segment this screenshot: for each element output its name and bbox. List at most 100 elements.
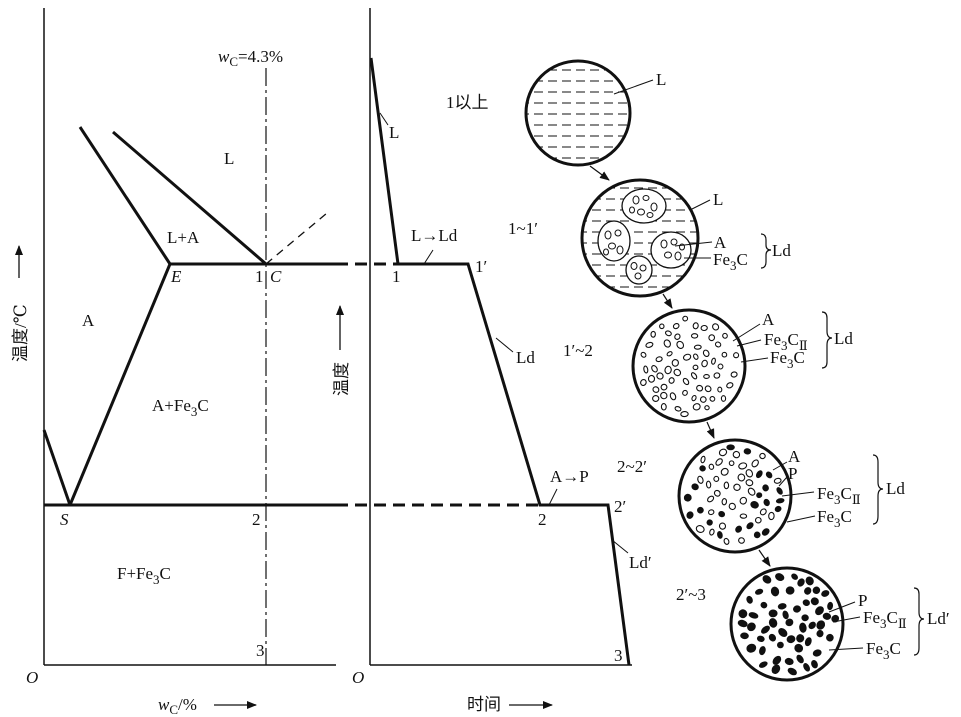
grain [759,508,767,516]
grain [645,341,654,348]
grain [651,365,658,373]
cc-l-to-ld-label: L→Ld [411,226,458,245]
austenite-grains [640,315,740,418]
grain [718,448,728,457]
grain [647,374,656,383]
c4-fe3c-ii-label: Fe3CⅡ [817,484,861,507]
grain [728,502,736,511]
grain [674,333,681,340]
grain [704,385,712,393]
cc-origin-label: O [352,668,364,687]
grain [775,498,785,504]
grain [666,351,673,357]
c4-p-label: P [788,464,797,483]
grain [805,576,814,586]
c3-a-label: A [762,310,775,329]
grain [706,519,713,526]
origin-label: O [26,668,38,687]
grain [660,403,667,411]
grain [772,655,782,665]
cc-point-2-prime-label: 2′ [614,497,626,516]
grain [701,359,708,368]
microstructure-liquid: L [524,59,666,167]
microstructure-transformed-ledeburite: P Fe3CⅡ Fe3C Ld′ [729,566,950,682]
grain [717,531,723,539]
left-solvus-line [42,429,72,506]
grain [732,450,741,459]
grain [702,349,710,358]
grain [707,495,715,503]
stage-1-1prime-label: 1~1′ [508,219,538,238]
pd-x-axis-label: wC/% [158,695,197,717]
grain [816,620,826,630]
grain [782,610,789,620]
grain [786,635,796,644]
grain [730,371,738,378]
cc-l-to-ld-leader [423,249,434,265]
grain [759,646,766,656]
grain [691,394,697,402]
grain [746,643,757,653]
grain [717,386,723,393]
grain [682,315,689,322]
grain [735,525,743,533]
grain [704,405,710,411]
liquidus-line-left [78,126,172,265]
cooling-curve: L L→Ld Ld A→P Ld′ 1 1′ 2 2′ 3 O 温度 时间 [332,8,652,714]
microstructure-circle-1 [524,59,632,167]
grain [827,601,834,611]
c2-fe3c-label: Fe3C [713,250,748,273]
grain [693,344,702,350]
grain [720,467,729,476]
grain [787,667,797,676]
grain [762,484,769,492]
grain [746,595,753,604]
grain [714,341,722,348]
point-3-label: 3 [256,641,265,660]
region-f-plus-fe3c: F+Fe3C [117,564,171,587]
grain [690,333,699,339]
grain [753,531,761,539]
c2-a-label: A [714,233,727,252]
c5-p-label: P [858,591,867,610]
grain [707,509,715,516]
c1-l-label: L [656,70,666,89]
grain [664,330,672,337]
grain [761,625,770,634]
grain [785,586,795,595]
grain [700,324,708,332]
grain [669,392,677,401]
grain [718,510,726,518]
grain [768,618,778,628]
grain [683,493,692,502]
c4-fe3c-label: Fe3C [817,507,852,530]
grain [746,522,754,530]
grain [791,573,798,580]
grain [643,365,649,374]
c2-l-label: L [713,190,723,209]
stage-2prime-3-label: 2′~3 [676,585,706,604]
grain [709,528,715,536]
grain [695,525,705,533]
grain [770,586,780,597]
grain [700,455,706,464]
arrow-c3-c4 [706,421,715,439]
grain [810,597,819,606]
c4-ld-label: Ld [886,479,905,498]
grain [763,498,770,507]
grain [815,606,824,616]
pearlite-grains [737,573,840,676]
grain [803,663,811,672]
region-l-plus-a: L+A [167,228,200,247]
c3-brace [821,311,833,369]
grain [718,522,727,530]
grain [740,632,749,640]
grain [796,634,805,643]
grain [660,391,668,400]
grain [697,506,704,514]
grain [785,618,794,627]
cc-a-to-p-leader [548,488,558,506]
ld-colonies [597,188,692,285]
grain [721,351,728,358]
